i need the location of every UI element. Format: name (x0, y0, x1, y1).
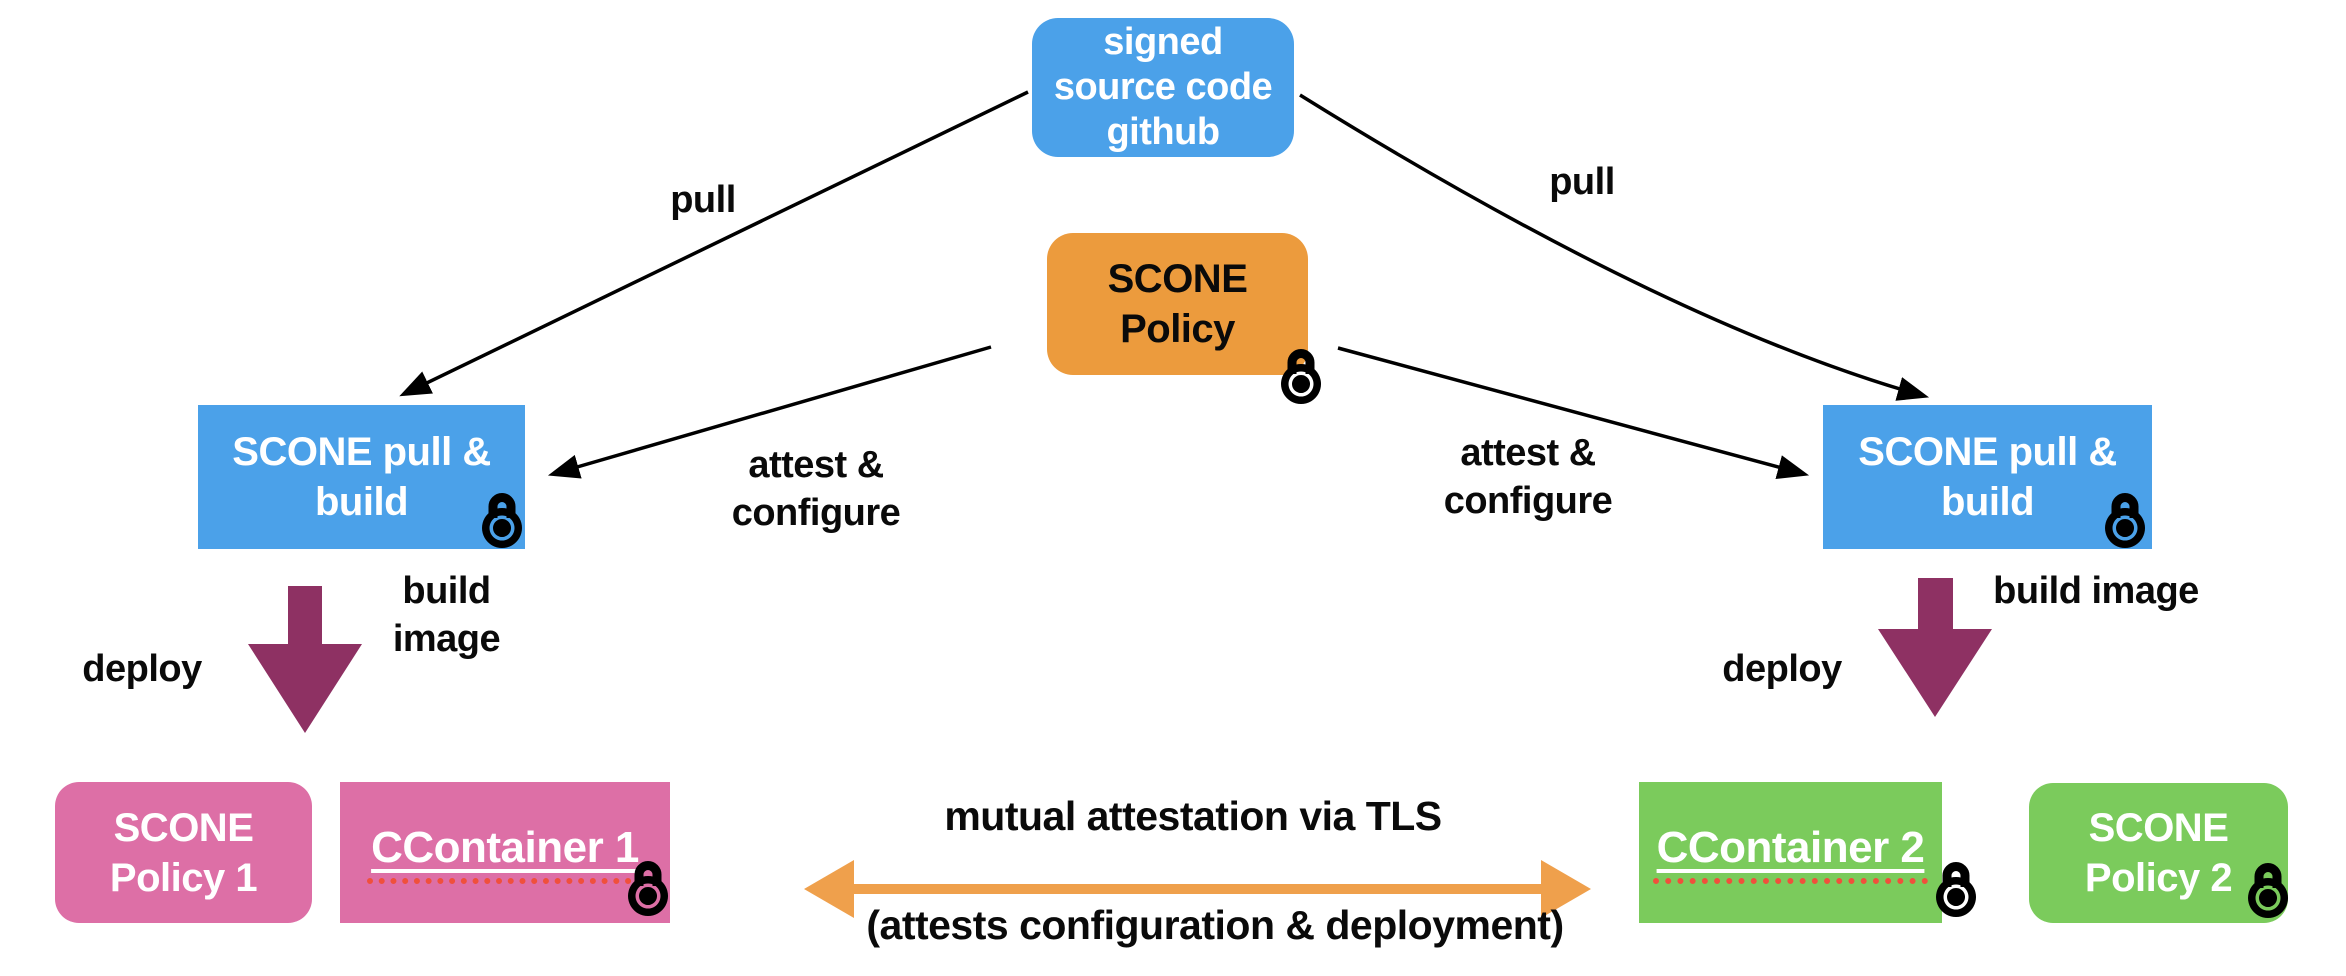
signed-source-line3: github (1106, 111, 1220, 153)
scone-policy-line2: Policy (1120, 307, 1235, 351)
lock-icon (628, 861, 669, 916)
lock-icon (1281, 349, 1322, 404)
pull-build-left-line2: build (314, 480, 409, 524)
lock-icon (2105, 493, 2146, 548)
attest-configure-arrow-left (547, 345, 992, 479)
ccontainer-2-label: CContainer 2 (1656, 822, 1925, 872)
attest-configure-label-right: attest & configure (1398, 429, 1658, 525)
scone-policy-2-box: SCONE Policy 2 (2029, 783, 2288, 923)
mutual-attestation-arrow (804, 860, 1591, 918)
deploy-label-left: deploy (82, 648, 202, 690)
ccontainer-2-underline: CContainer 2 (1652, 822, 1929, 884)
build-image-arrow-right (1878, 578, 1992, 717)
pull-label-left: pull (670, 179, 736, 221)
deploy-label-right: deploy (1722, 648, 1842, 690)
attest-configure-label-left: attest & configure (686, 441, 946, 537)
lock-icon (1936, 862, 1977, 917)
ccontainer-1-box: CContainer 1 (340, 782, 670, 923)
scone-policy-line1: SCONE (1107, 257, 1248, 301)
mutual-attestation-title: mutual attestation via TLS (944, 793, 1442, 839)
scone-policy-box: SCONE Policy (1047, 233, 1308, 375)
scone-policy-1-box: SCONE Policy 1 (55, 782, 312, 923)
scone-policy-1-line2: Policy 1 (109, 855, 258, 900)
ccontainer-1-underline: CContainer 1 (367, 822, 643, 884)
signed-source-line1: signed (1103, 21, 1223, 63)
pull-arrow-left (399, 90, 1029, 397)
pull-build-right-line2: build (1940, 480, 2035, 524)
scone-policy-2-line1: SCONE (2088, 806, 2229, 850)
pull-label-right: pull (1549, 161, 1615, 203)
build-image-label-left: build image (392, 570, 501, 660)
scone-pull-build-right-box: SCONE pull & build (1823, 405, 2152, 549)
pull-build-left-line1: SCONE pull & (232, 430, 491, 474)
pull-build-right-line1: SCONE pull & (1858, 430, 2117, 474)
scone-policy-1-line1: SCONE (113, 805, 254, 850)
attest-right-line1: attest & (1460, 432, 1596, 474)
pull-arrow-right (1299, 93, 1930, 401)
mutual-attestation-subtitle: (attests configuration & deployment) (866, 902, 1564, 948)
scone-policy-2-line2: Policy 2 (2084, 856, 2233, 900)
build-image-label-right: build image (1993, 570, 2199, 612)
signed-source-code-github-box: signed source code github (1032, 18, 1294, 157)
build-image-arrow-left (248, 586, 362, 733)
ccontainer-1-label: CContainer 1 (371, 822, 639, 872)
attest-right-line2: configure (1443, 480, 1613, 522)
lock-icon (482, 493, 523, 548)
scone-pull-build-left-box: SCONE pull & build (198, 405, 525, 549)
ccontainer-2-box: CContainer 2 (1639, 782, 1942, 923)
attest-left-line1: attest & (748, 444, 884, 486)
signed-source-line2: source code (1053, 66, 1273, 108)
lock-icon (2248, 863, 2289, 918)
attest-configure-arrow-right (1337, 346, 1810, 479)
attest-left-line2: configure (731, 492, 901, 534)
